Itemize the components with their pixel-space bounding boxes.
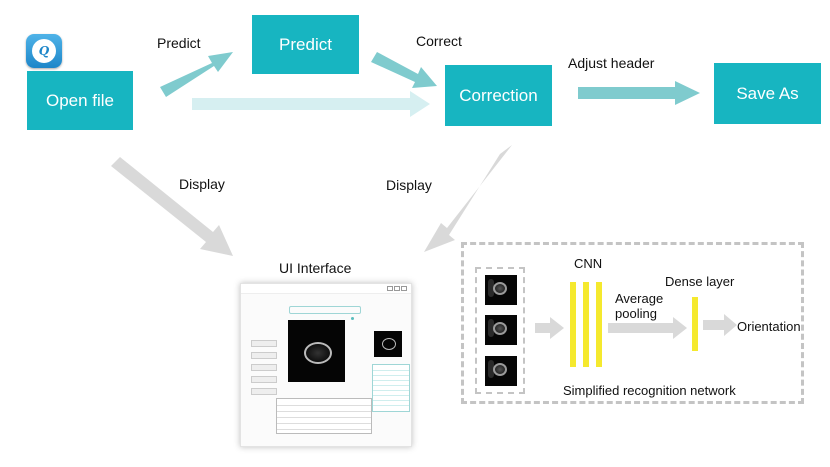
arrow-cnn-to-pooling bbox=[608, 317, 687, 339]
network-caption: Simplified recognition network bbox=[563, 383, 736, 398]
arrow-predict-to-correction bbox=[371, 52, 437, 88]
ui-side-button-5 bbox=[251, 388, 277, 395]
ui-side-button-3 bbox=[251, 364, 277, 371]
ui-close-icon bbox=[401, 286, 407, 291]
ui-interface-label: UI Interface bbox=[279, 260, 352, 276]
arrow-dense-to-orientation bbox=[703, 314, 737, 336]
ui-nav-dot bbox=[351, 317, 354, 320]
cnn-layer-3 bbox=[596, 282, 602, 367]
arrow-open-to-predict bbox=[160, 52, 233, 97]
correction-box: Correction bbox=[445, 65, 552, 126]
ui-side-table bbox=[372, 364, 410, 412]
ui-side-button-1 bbox=[251, 340, 277, 347]
open-file-box: Open file bbox=[27, 71, 133, 130]
ui-maximize-icon bbox=[394, 286, 400, 291]
edge-label-display-left: Display bbox=[179, 176, 225, 192]
ui-titlebar bbox=[241, 284, 411, 294]
ui-minimize-icon bbox=[387, 286, 393, 291]
app-icon: Q bbox=[26, 34, 62, 68]
predict-box: Predict bbox=[252, 15, 359, 74]
ui-side-button-4 bbox=[251, 376, 277, 383]
edge-label-adjust-header: Adjust header bbox=[568, 55, 655, 71]
cnn-layer-1 bbox=[570, 282, 576, 367]
ui-small-mri-image bbox=[374, 331, 402, 357]
cnn-layer-2 bbox=[583, 282, 589, 367]
dense-layer-label: Dense layer bbox=[665, 274, 735, 289]
edge-label-predict: Predict bbox=[157, 35, 201, 51]
ui-results-table bbox=[276, 398, 372, 434]
app-icon-glyph: Q bbox=[32, 39, 56, 63]
edge-label-correct: Correct bbox=[416, 33, 462, 49]
arrow-correction-to-saveas bbox=[578, 81, 700, 105]
orientation-label: Orientation bbox=[737, 319, 801, 334]
arrow-open-to-correction bbox=[192, 91, 430, 117]
cnn-label: CNN bbox=[574, 256, 603, 271]
dense-layer-bar bbox=[692, 297, 698, 351]
network-panel bbox=[461, 242, 804, 404]
edge-label-display-right: Display bbox=[386, 177, 432, 193]
input-mri-thumb-3 bbox=[485, 356, 517, 386]
arrow-display-right bbox=[424, 145, 512, 252]
ui-interface-screenshot bbox=[240, 283, 412, 447]
save-as-box: Save As bbox=[714, 63, 821, 124]
arrow-images-to-cnn bbox=[535, 317, 564, 339]
ui-main-mri-image bbox=[288, 320, 345, 382]
input-images-column bbox=[475, 267, 525, 394]
input-mri-thumb-2 bbox=[485, 315, 517, 345]
input-mri-thumb-1 bbox=[485, 275, 517, 305]
average-pooling-label: Average pooling bbox=[615, 291, 664, 321]
ui-side-button-2 bbox=[251, 352, 277, 359]
ui-control-bar bbox=[289, 306, 361, 314]
arrow-display-left bbox=[111, 157, 233, 256]
